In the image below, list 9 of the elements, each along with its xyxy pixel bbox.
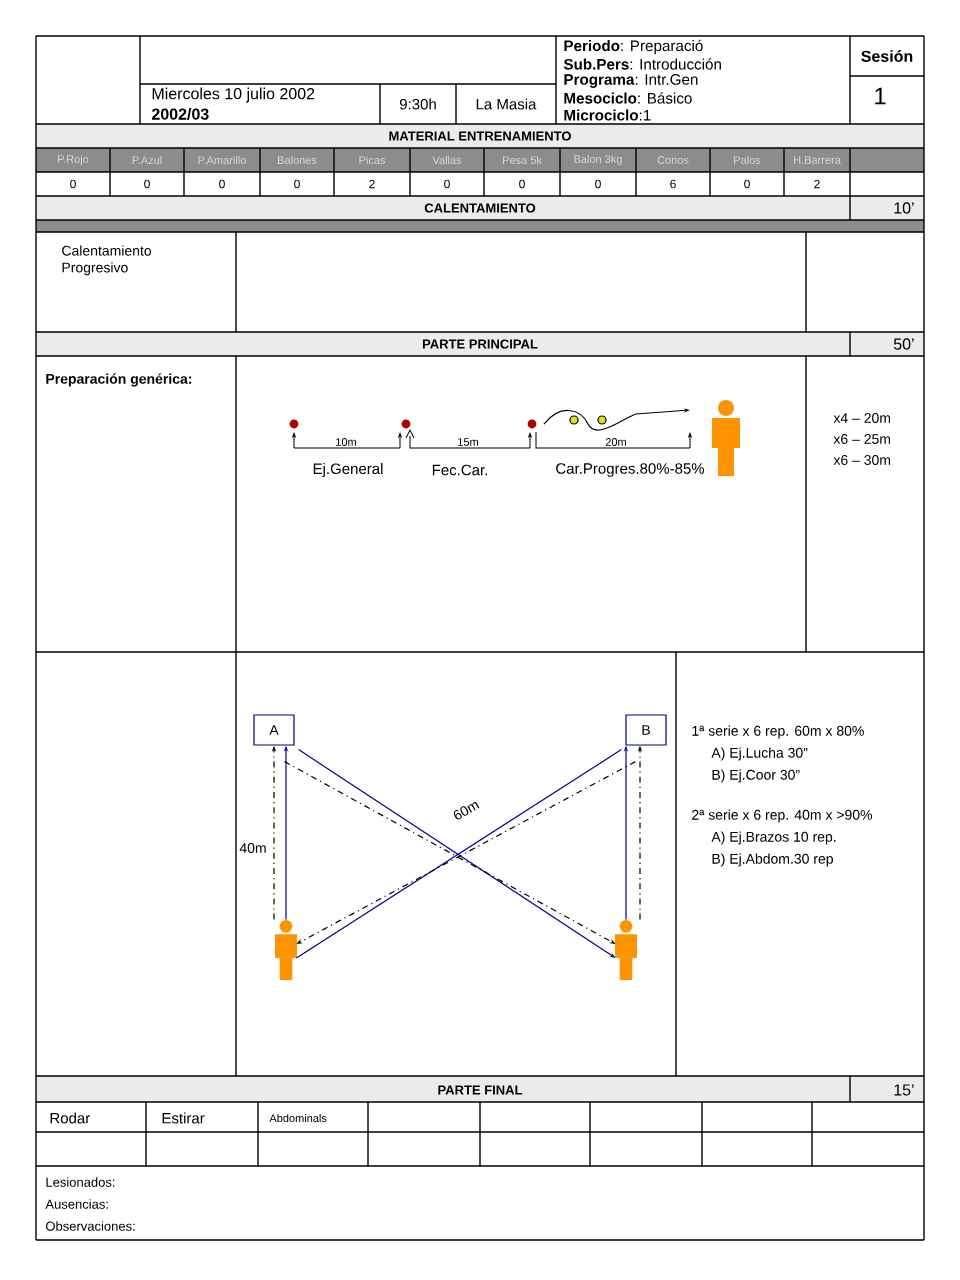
duration-text: 15’	[894, 1084, 914, 1096]
duration-text: 10’	[894, 202, 914, 214]
player-figure	[614, 920, 638, 980]
season-text: 2002/03	[151, 108, 209, 120]
date-text: Miercoles 10 julio 2002	[152, 87, 315, 103]
player-figure	[274, 920, 298, 980]
column-header: Sesión	[861, 50, 913, 62]
session-number: 1	[875, 87, 886, 105]
duration-text: 50’	[893, 338, 914, 350]
